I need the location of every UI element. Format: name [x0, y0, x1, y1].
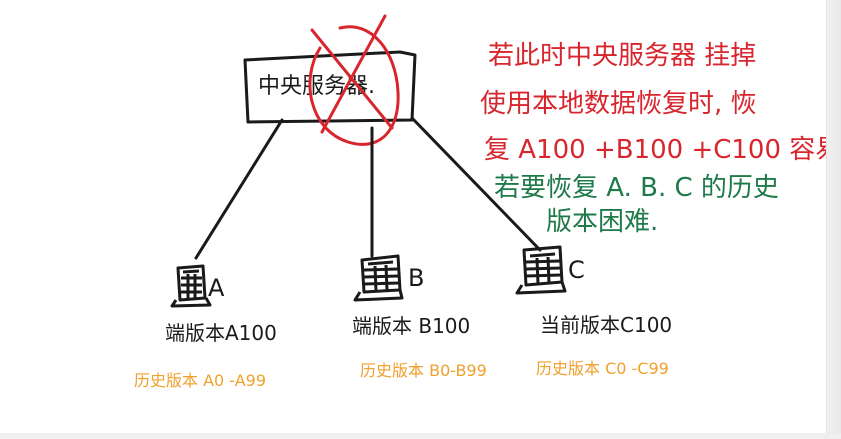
computer-a-icon [170, 264, 212, 308]
server-label: 中央服务器. [258, 74, 375, 99]
client-c-id: C [568, 256, 585, 284]
computer-b-icon [353, 254, 404, 302]
note-line-4: 若要恢复 A. B. C 的历史 [494, 173, 779, 203]
failure-cross-b [320, 14, 387, 134]
annotation-notes: 若此时中央服务器 挂掉 使用本地数据恢复时, 恢 复 A100 +B100 +C… [480, 41, 841, 237]
client-b-history: 历史版本 B0-B99 [360, 361, 487, 380]
link-a [194, 118, 284, 260]
client-b: B 端版本 B100 历史版本 B0-B99 [352, 254, 487, 380]
link-c [410, 116, 542, 252]
server-failed-mark [308, 14, 400, 146]
connections [194, 116, 542, 260]
client-a-current-version: 端版本A100 [165, 321, 277, 345]
note-line-2: 使用本地数据恢复时, 恢 [480, 89, 757, 119]
vertical-scrollbar[interactable] [826, 0, 841, 439]
client-b-id: B [408, 264, 424, 292]
client-c-current-version: 当前版本C100 [540, 313, 672, 337]
client-c: C 当前版本C100 历史版本 C0 -C99 [515, 245, 672, 378]
server-box [243, 50, 417, 124]
client-a-history: 历史版本 A0 -A99 [134, 371, 266, 390]
client-a-id: A [208, 274, 225, 302]
computer-c-icon [515, 245, 567, 295]
client-a: A 端版本A100 历史版本 A0 -A99 [134, 264, 277, 390]
note-line-5: 版本困难. [546, 207, 658, 237]
client-c-history: 历史版本 C0 -C99 [536, 359, 669, 378]
client-b-current-version: 端版本 B100 [352, 314, 470, 338]
note-line-1: 若此时中央服务器 挂掉 [488, 41, 756, 71]
central-server: 中央服务器. [243, 50, 417, 124]
note-line-3: 复 A100 +B100 +C100 容易 [484, 135, 841, 165]
bottom-edge [0, 433, 841, 439]
failure-circle [308, 25, 400, 146]
